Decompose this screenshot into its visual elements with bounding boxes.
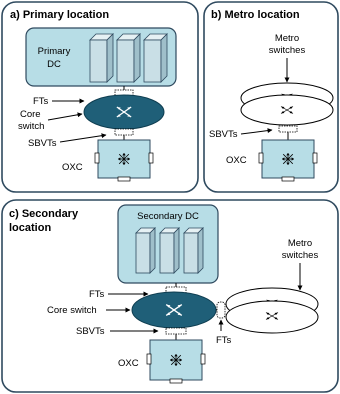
- secondary-fts-left-label: FTs: [89, 289, 105, 300]
- panel-a-title: a) Primary location: [10, 9, 109, 21]
- primary-dc-label-line2: DC: [47, 59, 61, 70]
- oxc-label: OXC: [62, 162, 83, 173]
- sbvts-connector: [165, 327, 187, 340]
- secondary-fts-right-label: FTs: [216, 335, 232, 346]
- oxc-box: [258, 139, 318, 182]
- secondary-dc: Secondary DC: [117, 204, 219, 284]
- server-rack-icon: [143, 33, 168, 83]
- server-rack-icon: [159, 227, 180, 274]
- metro-oxc-label: OXC: [226, 155, 247, 166]
- server-rack-icon: [135, 227, 156, 274]
- panel-primary-location: a) Primary location Primary DC: [1, 1, 199, 193]
- sbvts-label: SBVTs: [28, 138, 57, 149]
- primary-dc-label-line1: Primary: [38, 46, 71, 57]
- secondary-metro-label-line1: Metro: [288, 238, 312, 249]
- oxc-box: [146, 339, 206, 384]
- secondary-sbvts-label: SBVTs: [76, 326, 105, 337]
- panel-metro-location: b) Metro location Metro switches SBVTs O…: [203, 1, 339, 193]
- core-switch-label-line1: Core: [20, 109, 41, 120]
- panel-b-title: b) Metro location: [211, 9, 300, 21]
- metro-switch-front: [240, 94, 334, 126]
- sbvts-connector: [278, 125, 298, 140]
- secondary-oxc-label: OXC: [118, 358, 139, 369]
- metro-switches-label-line2: switches: [269, 45, 306, 56]
- oxc-arrows-icon: [281, 152, 295, 166]
- secondary-metro-label-line2: switches: [282, 250, 319, 261]
- metro-switch-front: [225, 300, 319, 334]
- metro-switches-label-line1: Metro: [275, 33, 299, 44]
- server-rack-icon: [183, 227, 204, 274]
- core-switch: [131, 291, 217, 329]
- panel-c-title-line2: location: [9, 222, 51, 234]
- core-switch-label-line2: switch: [18, 121, 44, 132]
- panel-secondary-location: c) Secondary location Secondary DC: [1, 199, 339, 393]
- core-switch: [83, 94, 165, 130]
- secondary-core-switch-label: Core switch: [47, 305, 97, 316]
- metro-sbvts-label: SBVTs: [209, 129, 238, 140]
- panel-c-title-line1: c) Secondary: [9, 208, 79, 220]
- secondary-dc-label: Secondary DC: [137, 211, 199, 222]
- server-rack-icon: [116, 33, 141, 83]
- primary-dc: Primary DC: [25, 27, 177, 87]
- fts-label: FTs: [33, 96, 49, 107]
- fts-right-connector: [216, 301, 226, 319]
- oxc-box: [94, 139, 154, 182]
- oxc-arrows-icon: [169, 353, 183, 367]
- oxc-arrows-icon: [117, 152, 131, 166]
- server-rack-icon: [89, 33, 114, 83]
